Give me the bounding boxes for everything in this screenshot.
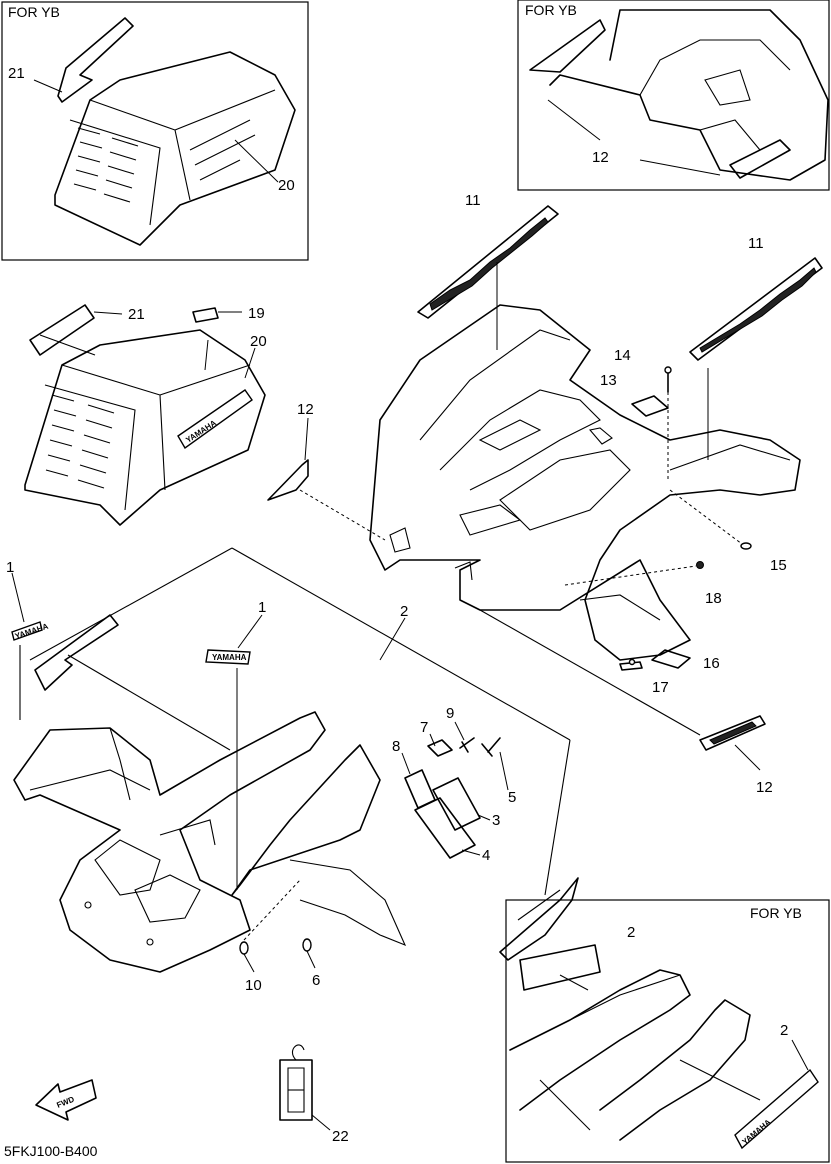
- decal-12-badge: [479, 609, 766, 771]
- inset-top-right: FOR YB: [517, 0, 830, 191]
- inset-label: FOR YB: [525, 2, 577, 18]
- decal-12-inset: [529, 19, 606, 73]
- front-fender: [13, 547, 571, 973]
- decal-2-inset: [519, 944, 601, 991]
- decal-19: [192, 307, 219, 323]
- part-6-grommet: [302, 938, 316, 969]
- part-8-gasket: [401, 752, 436, 809]
- callout-13: 13: [600, 372, 617, 389]
- decal-21-inset: [57, 17, 134, 103]
- front-cover: YAMAHA: [24, 304, 266, 526]
- callout-20: 20: [278, 177, 295, 194]
- decal-1-center-text: YAMAHA: [212, 653, 247, 662]
- vent-slats-inset: [73, 127, 139, 203]
- callout-1: 1: [258, 599, 266, 616]
- part-10-grommet: [239, 879, 301, 973]
- callout-10: 10: [245, 977, 262, 994]
- badge-12-inset: [729, 139, 791, 179]
- callout-12: 12: [756, 779, 773, 796]
- inset-bottom-right: FOR YB YAMAHA: [505, 899, 830, 1163]
- callout-12: 12: [297, 401, 314, 418]
- part-4-panel: [414, 797, 481, 859]
- decal-11-left: [417, 205, 559, 350]
- inset-label: FOR YB: [8, 4, 60, 20]
- callout-6: 6: [312, 972, 320, 989]
- callout-11: 11: [748, 235, 764, 252]
- callout-22: 22: [332, 1128, 349, 1145]
- part-17-clip: [619, 658, 643, 671]
- callout-3: 3: [492, 812, 500, 829]
- callout-19: 19: [248, 305, 265, 322]
- part-22-tag: [279, 1044, 331, 1131]
- callout-1: 1: [6, 559, 14, 576]
- callout-17: 17: [652, 679, 669, 696]
- decal-21: [29, 304, 95, 356]
- callout-5: 5: [508, 789, 516, 806]
- part-13-plate: [631, 395, 669, 417]
- rear-fender: [369, 304, 801, 661]
- callout-4: 4: [482, 847, 490, 864]
- decal-1-left: YAMAHA: [11, 572, 119, 720]
- part-3-cover: [432, 777, 491, 831]
- part-15-grommet: [669, 489, 752, 550]
- callout-18: 18: [705, 590, 722, 607]
- callout-2: 2: [780, 1022, 788, 1039]
- part-7-plate: [427, 733, 453, 757]
- decal-1-center: YAMAHA: [205, 614, 263, 665]
- callout-16: 16: [703, 655, 720, 672]
- callout-8: 8: [392, 738, 400, 755]
- callout-labels: 21 20 12 11 11 21 19 20 14 13 12 15 1 18…: [4, 65, 788, 1159]
- inset-top-left: FOR YB: [1, 1, 309, 261]
- part-5-screw: [481, 737, 509, 791]
- callout-21: 21: [128, 306, 145, 323]
- callout-21: 21: [8, 65, 25, 82]
- decal-11-right: [689, 257, 823, 460]
- callout-2: 2: [627, 924, 635, 941]
- callout-7: 7: [420, 719, 428, 736]
- diagram-code: 5FKJ100-B400: [4, 1143, 98, 1159]
- part-18-rivet: [564, 561, 704, 586]
- callout-20: 20: [250, 333, 267, 350]
- yamaha-decal-20: [177, 389, 253, 450]
- fwd-arrow: FWD: [35, 1079, 97, 1121]
- part-14-bolt: [664, 366, 672, 480]
- decal-12-mid: [267, 417, 386, 541]
- callout-15: 15: [770, 557, 787, 574]
- callout-2: 2: [400, 603, 408, 620]
- part-16-plate: [651, 649, 691, 669]
- rear-cover-inset: [54, 51, 296, 246]
- fwd-arrow-label: FWD: [55, 1095, 75, 1110]
- callout-12: 12: [592, 149, 609, 166]
- callout-14: 14: [614, 347, 631, 364]
- decal-2-side: [499, 877, 579, 961]
- callout-9: 9: [446, 705, 454, 722]
- yamaha-decal-2-inset: [734, 1068, 819, 1150]
- inset-label: FOR YB: [750, 905, 802, 921]
- part-9-screw: [454, 721, 475, 753]
- callout-11: 11: [465, 192, 481, 209]
